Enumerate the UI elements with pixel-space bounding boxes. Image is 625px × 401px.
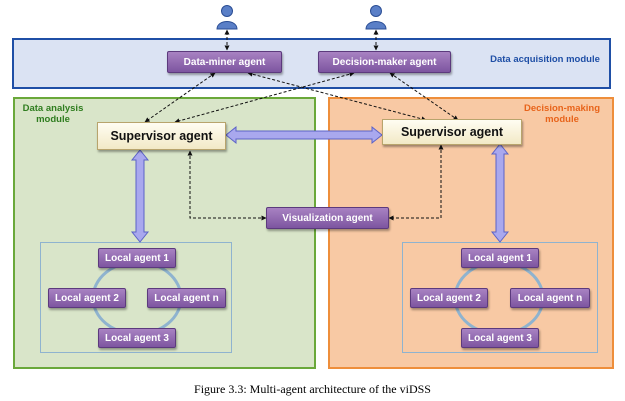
right-supervisor-local-arrow	[490, 143, 510, 243]
left-supervisor-agent: Supervisor agent	[97, 122, 226, 150]
visualization-agent: Visualization agent	[266, 207, 389, 229]
user-icon	[216, 5, 238, 30]
right-local-agent-2: Local agent 2	[410, 288, 488, 308]
left-local-agent-n: Local agent n	[147, 288, 226, 308]
left-supervisor-to-visualization-link	[187, 150, 267, 221]
supervisor-bidirectional-arrow	[225, 125, 383, 145]
data-miner-agent: Data-miner agent	[167, 51, 282, 73]
left-local-agents-group	[40, 242, 232, 353]
data-miner-to-right-supervisor-link	[247, 71, 427, 122]
data-analysis-module-label: Data analysis module	[22, 103, 84, 125]
right-supervisor-to-visualization-link	[388, 144, 444, 221]
left-local-agent-3: Local agent 3	[98, 328, 176, 348]
left-local-agent-2: Local agent 2	[48, 288, 126, 308]
data-miner-to-left-supervisor-link	[144, 72, 216, 123]
data-acquisition-module-label: Data acquisition module	[490, 54, 600, 65]
left-local-agent-1: Local agent 1	[98, 248, 176, 268]
right-supervisor-agent: Supervisor agent	[382, 119, 522, 145]
user-icon	[365, 5, 387, 30]
decision-maker-to-left-supervisor-link	[174, 71, 355, 124]
right-local-agent-n: Local agent n	[510, 288, 590, 308]
decision-making-module-label: Decision-making module	[523, 103, 601, 125]
decision-maker-to-right-supervisor-link	[389, 72, 459, 121]
decision-maker-agent: Decision-maker agent	[318, 51, 451, 73]
left-supervisor-local-arrow	[130, 149, 150, 243]
figure-caption: Figure 3.3: Multi-agent architecture of …	[194, 382, 431, 396]
right-local-agent-3: Local agent 3	[461, 328, 539, 348]
right-local-agent-1: Local agent 1	[461, 248, 539, 268]
